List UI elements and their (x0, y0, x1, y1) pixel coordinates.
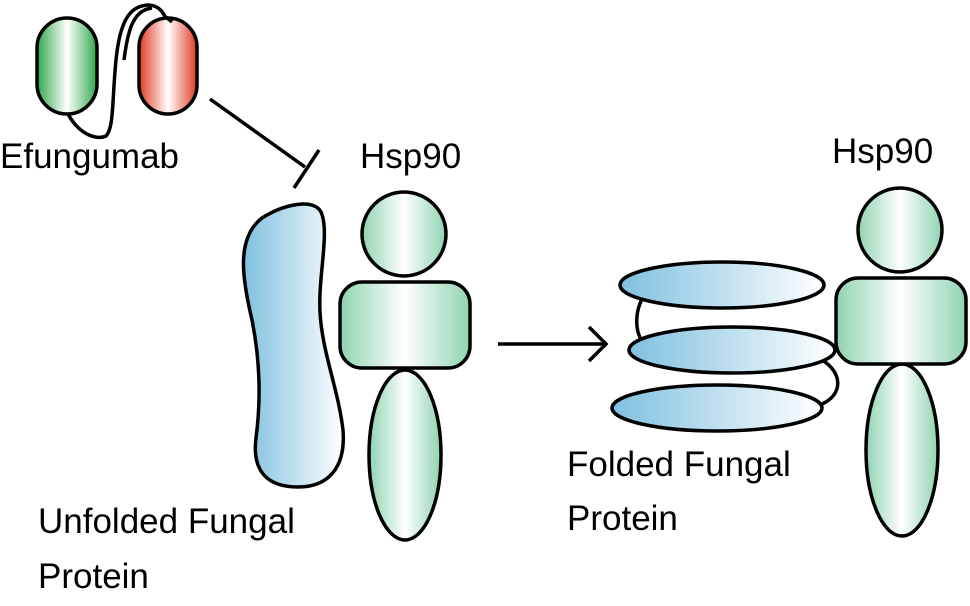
unfolded-protein-label-line1: Unfolded Fungal (38, 502, 295, 541)
hsp90-left-label: Hsp90 (360, 137, 461, 176)
hsp90-right (834, 186, 968, 538)
antibody-green-domain (35, 16, 99, 116)
folded-protein (610, 260, 840, 433)
hsp90-right-label: Hsp90 (832, 132, 933, 171)
folded-protein-connector-right (821, 358, 840, 406)
hsp90-right-middle-domain (834, 276, 968, 366)
unfolded-protein-shape (241, 202, 346, 489)
folded-protein-strand-bottom (610, 383, 824, 433)
folded-protein-strand-middle (627, 325, 837, 375)
antibody-linker-tail (164, 15, 174, 24)
antibody-linker (66, 3, 170, 140)
antibody-red-domain (137, 16, 199, 116)
t-bar-inhibition-icon (208, 97, 321, 189)
hsp90-left-middle-domain (338, 280, 472, 370)
efungumab-antibody (35, 3, 199, 140)
hsp90-left (338, 190, 472, 542)
hsp90-right-bottom-domain (864, 362, 940, 538)
hsp90-left-top-domain (360, 190, 448, 278)
right-arrow-icon (498, 325, 609, 363)
unfolded-protein-label-line2: Protein (38, 557, 149, 596)
antibody-linker-top (122, 6, 153, 61)
hsp90-right-top-domain (856, 186, 944, 274)
folded-protein-label-line1: Folded Fungal (567, 445, 791, 484)
hsp90-left-bottom-domain (367, 368, 443, 542)
folded-protein-strand-top (618, 260, 826, 310)
efungumab-label: Efungumab (0, 137, 179, 176)
folded-protein-label-line2: Protein (567, 499, 678, 538)
